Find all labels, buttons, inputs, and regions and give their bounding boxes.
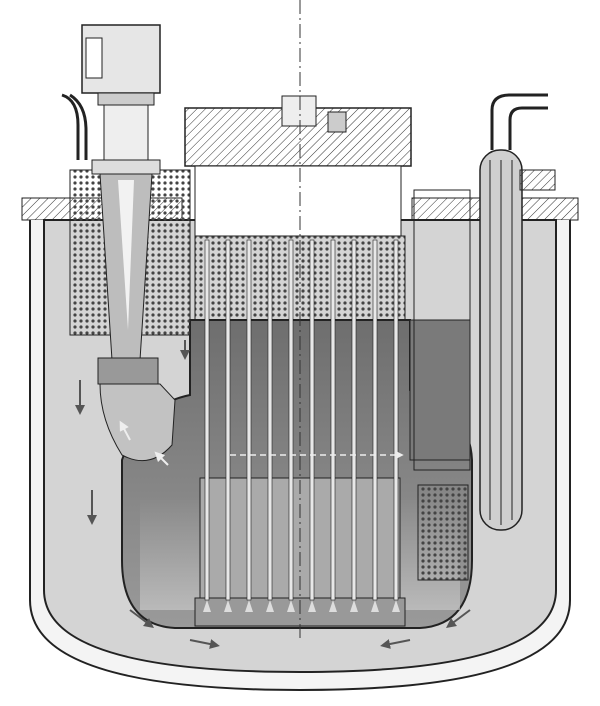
upper-chamber [194, 165, 402, 237]
core-inlet-arrow [203, 600, 211, 612]
core-inlet-arrow [392, 600, 400, 612]
flow-arrow [154, 451, 169, 466]
pump-cone-highlight [118, 180, 134, 330]
pump-flange [91, 159, 161, 175]
control-rod [330, 239, 336, 601]
core-inlet-arrow [266, 600, 274, 612]
reactor-core-assembly [184, 0, 412, 640]
ihx-window [417, 484, 469, 581]
control-rod [393, 239, 399, 601]
control-rod [309, 239, 315, 601]
ihx-pipe-outlet [490, 93, 548, 150]
core-inlet-arrow [224, 600, 232, 612]
pump-shaft-housing [103, 104, 149, 166]
flow-arrow [189, 639, 220, 649]
pump-discharge-elbow [99, 383, 176, 462]
flow-arrows [75, 340, 471, 649]
pump-motor-panel [85, 37, 103, 79]
control-rod [267, 239, 273, 601]
core-inlet-arrow [329, 600, 337, 612]
core-inlet-arrow [371, 600, 379, 612]
control-rod [225, 239, 231, 601]
core-inlet-arrow [350, 600, 358, 612]
flow-arrow [380, 639, 411, 649]
flow-arrow [129, 609, 154, 628]
core-inlet-arrow [245, 600, 253, 612]
control-rod [288, 239, 294, 601]
core-inlet-arrow [308, 600, 316, 612]
hot-pool-upper [409, 319, 471, 461]
primary-pump [61, 24, 191, 462]
plug-actuator [327, 111, 347, 133]
ihx-shell [413, 189, 471, 471]
control-rod [204, 239, 210, 601]
pump-motor-base [97, 92, 155, 106]
heat-exchanger [413, 93, 556, 581]
ihx-nozzle [519, 169, 556, 191]
core-inlet-arrow [287, 600, 295, 612]
flow-arrow [446, 609, 471, 628]
plug-cap [281, 95, 317, 127]
pump-impeller [97, 357, 159, 385]
pump-inlet-pipes [61, 93, 88, 160]
control-rods [203, 239, 400, 612]
flow-arrow [119, 420, 131, 441]
control-rod [372, 239, 378, 601]
control-rod [246, 239, 252, 601]
control-rod [351, 239, 357, 601]
